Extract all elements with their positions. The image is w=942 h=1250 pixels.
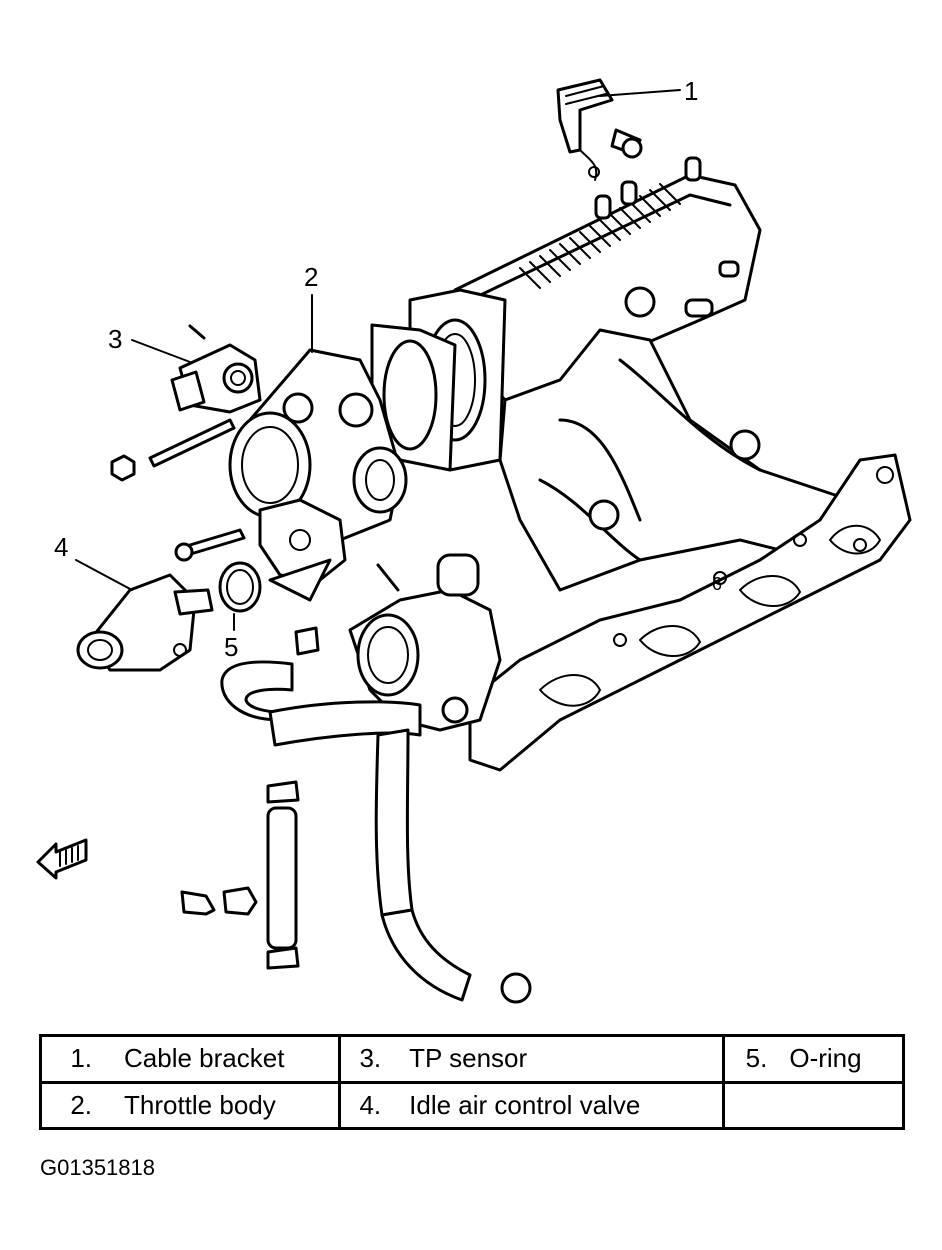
front-direction-arrow-icon (36, 838, 88, 880)
leader-line-4 (75, 559, 133, 591)
legend-number: 2. (70, 1089, 92, 1120)
legend-cell: 1. Cable bracket (38, 1034, 342, 1084)
legend-cell: 4. Idle air control valve (338, 1080, 726, 1130)
callout-4: 4 (54, 532, 68, 562)
coolant-hoses (220, 660, 472, 1002)
tp-sensor (110, 324, 262, 482)
legend-number: 3. (359, 1043, 382, 1074)
callout-2: 2 (304, 262, 318, 292)
legend-number: 5. (745, 1043, 768, 1074)
legend-cell: 5. O-ring (722, 1034, 905, 1084)
cable-bracket (556, 78, 643, 181)
legend-cell: 2. Throttle body (38, 1080, 342, 1130)
intake-manifold: 6 (348, 156, 912, 772)
legend-cell-empty (722, 1080, 905, 1130)
callout-3: 3 (108, 324, 122, 354)
svg-text:6: 6 (712, 574, 722, 594)
legend-label: Throttle body (124, 1089, 276, 1120)
idle-air-control-valve (76, 528, 246, 672)
legend-number: 4. (359, 1089, 382, 1120)
throttle-body-mounting-flange (370, 288, 507, 472)
o-ring (218, 561, 262, 613)
leader-line-3 (131, 339, 191, 363)
parts-legend-table: 1. Cable bracket 3. TP sensor 5. O-ring 2. T… (38, 1034, 905, 1130)
leader-line-1 (599, 89, 681, 97)
legend-row: 2. Throttle body 4. Idle air control valve (38, 1080, 905, 1130)
callout-5: 5 (224, 632, 238, 662)
hose-clamps (180, 626, 532, 1004)
legend-row: 1. Cable bracket 3. TP sensor 5. O-ring (38, 1034, 905, 1084)
legend-cell: 3. TP sensor (338, 1034, 726, 1084)
legend-label: O-ring (789, 1043, 862, 1074)
legend-label: Idle air control valve (409, 1089, 641, 1120)
legend-label: Cable bracket (124, 1043, 285, 1074)
intake-manifold-exploded-diagram: 6 (36, 76, 912, 1004)
figure-id: G01351818 (40, 1155, 155, 1180)
callout-1: 1 (684, 76, 698, 106)
throttle-body (228, 348, 408, 602)
legend-number: 1. (70, 1043, 92, 1074)
legend-label: TP sensor (409, 1043, 528, 1074)
